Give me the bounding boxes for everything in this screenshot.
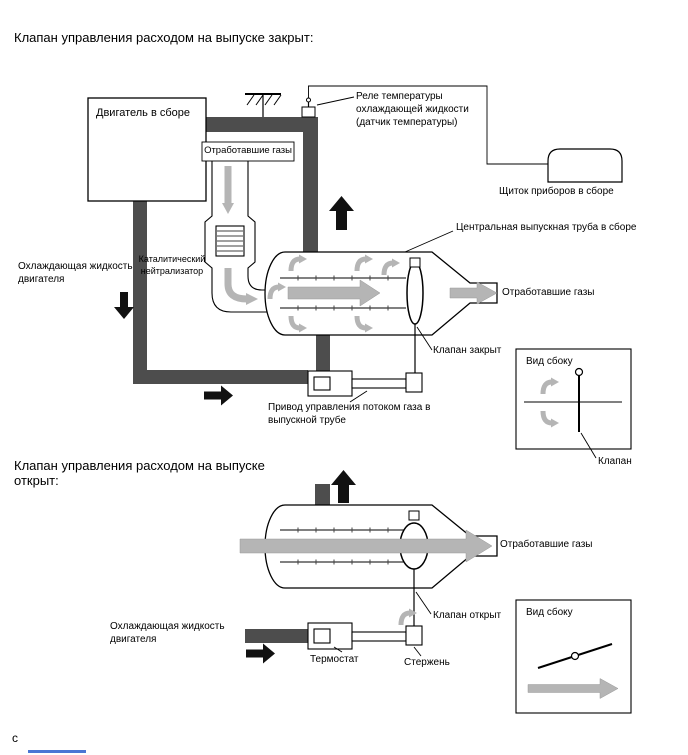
footer-char: c (12, 731, 18, 745)
muffler-closed (264, 251, 498, 373)
title-valve-open: Клапан управления расходом на выпуске от… (14, 458, 265, 489)
right-arrow (204, 385, 233, 406)
coolant-pipes-closed (133, 117, 330, 384)
up-arrow (329, 196, 354, 230)
duct-flow-arrows (222, 166, 258, 305)
valve-closed-label: Клапан закрыт (433, 345, 502, 356)
temp-relay-label: Реле температуры охлаждающей жидкости (д… (356, 91, 469, 128)
ground-symbol (245, 93, 282, 117)
muffler-open (239, 504, 498, 626)
actuator-label: Привод управления потоком газа в выпускн… (268, 402, 431, 426)
sensor-wire (308, 85, 548, 165)
perforation-ticks (297, 527, 389, 565)
perforation-ticks (297, 275, 389, 311)
coolant-label-closed: Охлаждающая жидкость двигателя (18, 261, 133, 285)
exhaust-gases-out-label-closed: Отработавшие газы (502, 287, 595, 298)
side-view-title-closed: Вид сбоку (526, 356, 573, 367)
exhaust-gases-top-label: Отработавшие газы (204, 145, 292, 156)
engine-box (87, 97, 207, 202)
title-valve-closed: Клапан управления расходом на выпуске за… (14, 30, 314, 45)
instrument-panel-label: Щиток приборов в сборе (499, 186, 614, 197)
rod-label: Стержень (404, 657, 450, 668)
temp-relay-sensor (301, 85, 548, 165)
side-flow-arrow (527, 678, 619, 699)
black-arrows-open (246, 470, 356, 664)
leader-lines-open (333, 591, 432, 657)
coolant-pipe-open (245, 629, 310, 643)
valve-pivot (570, 651, 580, 661)
bottom-blue-line (28, 750, 86, 753)
exhaust-gases-out-label-open: Отработавшие газы (500, 539, 593, 550)
catalytic-converter (204, 161, 267, 313)
valve-disc-closed (406, 261, 424, 325)
actuator-open (307, 622, 423, 650)
center-exhaust-pipe-label: Центральная выпускная труба в сборе (456, 222, 637, 233)
thermostat-label: Термостат (310, 654, 359, 665)
valve-leader (580, 432, 597, 459)
valve-shaft-bracket (409, 257, 421, 268)
right-arrow (246, 643, 275, 664)
valve-open-label: Клапан открыт (433, 610, 502, 621)
valve-shaft-bracket (408, 510, 420, 521)
coolant-label-open: Охлаждающая жидкость двигателя (110, 621, 225, 645)
through-flow-arrow (239, 529, 493, 563)
side-view-open (515, 599, 632, 714)
instrument-panel-shape (547, 148, 623, 183)
top-stub-pipe (315, 484, 330, 507)
up-arrow (331, 470, 356, 503)
side-view-closed (515, 348, 632, 459)
valve-pivot (574, 367, 584, 377)
catalytic-converter-label: Каталитический нейтрализатор (138, 254, 206, 276)
exhaust-out-arrow-closed (449, 281, 498, 305)
closed-diagram (87, 85, 632, 459)
black-arrows-closed (114, 196, 354, 406)
down-arrow (114, 292, 134, 319)
engine-label: Двигатель в сборе (96, 107, 191, 119)
inner-flow-arrow (287, 279, 381, 307)
leader-lines-closed (316, 96, 454, 403)
valve-label: Клапан (598, 456, 632, 467)
rod (351, 631, 407, 642)
actuator-closed (307, 370, 423, 397)
open-diagram (239, 470, 632, 714)
side-view-title-open: Вид сбоку (526, 607, 573, 618)
